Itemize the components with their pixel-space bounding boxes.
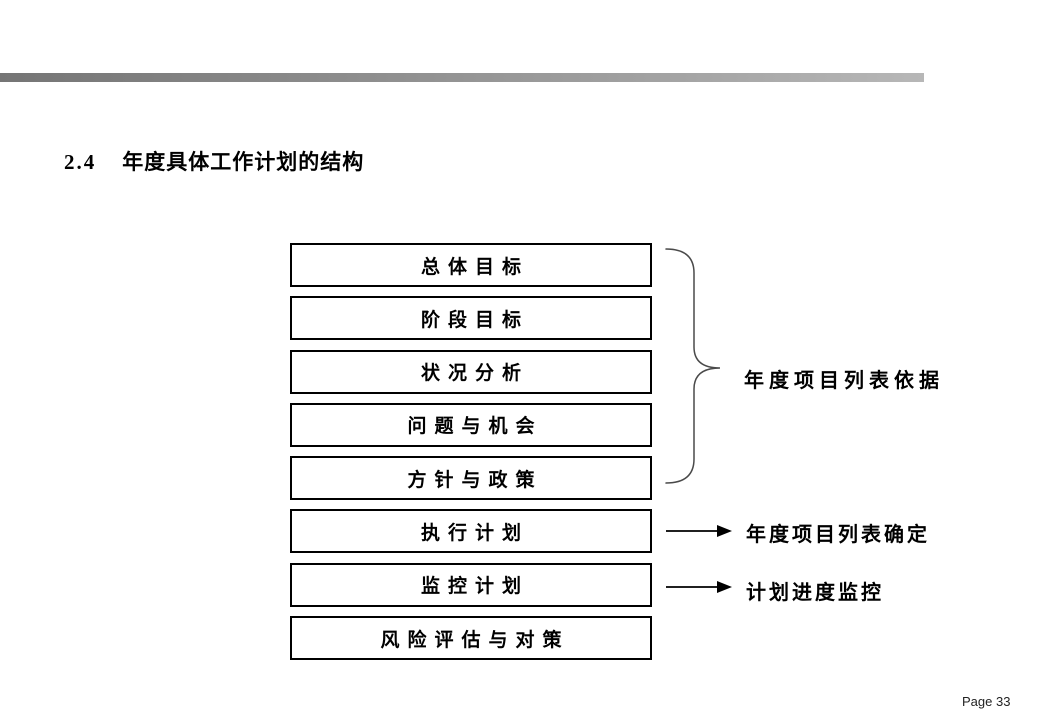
box-situation-analysis: 状况分析	[290, 349, 652, 394]
top-gradient-bar	[0, 73, 924, 82]
section-number: 2.4	[64, 150, 97, 174]
box-phase-goals: 阶段目标	[290, 296, 652, 341]
plan-structure-box-stack: 总体目标 阶段目标 状况分析 问题与机会 方针与政策 执行计划 监控计划 风险评…	[290, 243, 652, 661]
arrow-label-project-list-determined: 年度项目列表确定	[746, 524, 930, 546]
box-execution-plan: 执行计划	[290, 509, 652, 554]
box-guidelines-policies: 方针与政策	[290, 456, 652, 501]
box-overall-goals: 总体目标	[290, 243, 652, 287]
brace-label: 年度项目列表依据	[744, 370, 944, 392]
section-title: 年度具体工作计划的结构	[122, 150, 365, 174]
arrow-right-icon	[666, 581, 732, 593]
grouping-brace-icon	[665, 248, 721, 484]
box-monitoring-plan: 监控计划	[290, 562, 652, 607]
arrow-label-progress-monitoring: 计划进度监控	[746, 582, 884, 604]
page-number: Page 33	[962, 694, 1011, 709]
page-title: 2.4 年度具体工作计划的结构	[64, 146, 364, 176]
box-problems-opportunities: 问题与机会	[290, 402, 652, 447]
box-risk-assessment: 风险评估与对策	[290, 616, 652, 661]
arrow-right-icon	[666, 525, 732, 537]
